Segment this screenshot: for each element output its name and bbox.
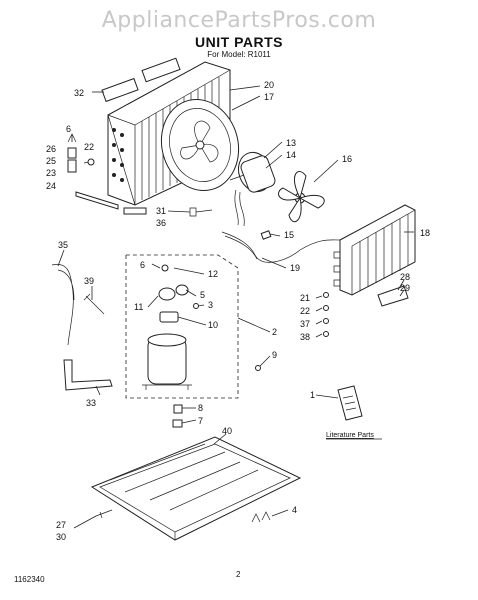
foam-pad-right[interactable]	[141, 57, 181, 83]
callout-10: 10	[208, 320, 218, 330]
leader-lines	[57, 85, 414, 529]
callout-21: 21	[300, 293, 310, 303]
clip-set[interactable]	[251, 511, 271, 523]
footer-code: 1162340	[14, 575, 45, 584]
callout-numbers: 32 20 17 6 26 22 25 23 24 13 14 16 31 36…	[46, 80, 430, 542]
callout-40: 40	[222, 426, 232, 436]
callout-28: 28	[400, 272, 410, 282]
fan-blade[interactable]	[278, 171, 325, 223]
callout-15: 15	[284, 230, 294, 240]
callout-12: 12	[208, 269, 218, 279]
hardware-set[interactable]	[323, 292, 329, 337]
page-number: 2	[236, 570, 241, 579]
callout-14: 14	[286, 150, 296, 160]
literature-label: Literature Parts	[326, 432, 374, 439]
screw[interactable]	[189, 207, 213, 217]
callout-22-right: 22	[300, 306, 310, 316]
site-watermark: AppliancePartsPros.com	[101, 8, 377, 33]
foam-pad-left[interactable]	[101, 77, 139, 103]
compressor[interactable]	[142, 333, 192, 390]
terminal-cover[interactable]	[159, 311, 179, 323]
spacer[interactable]	[255, 365, 261, 371]
nut[interactable]	[193, 303, 199, 309]
callout-22-left: 22	[84, 142, 94, 152]
callout-25: 25	[46, 156, 56, 166]
callout-8: 8	[198, 403, 203, 413]
pan-screw[interactable]	[95, 509, 113, 519]
callout-39: 39	[84, 276, 94, 286]
fan-motor[interactable]	[229, 148, 277, 227]
callout-32: 32	[74, 88, 84, 98]
drain-plug[interactable]	[83, 293, 105, 315]
model-subtitle: For Model: R1011	[207, 50, 271, 59]
grommet-strip[interactable]	[123, 207, 147, 215]
callout-36: 36	[156, 218, 166, 228]
support-rod[interactable]	[75, 191, 119, 210]
callout-7: 7	[198, 416, 203, 426]
mounting-bracket[interactable]	[63, 359, 113, 391]
callout-35: 35	[58, 240, 68, 250]
callout-24: 24	[46, 181, 56, 191]
callout-18: 18	[420, 228, 430, 238]
callout-5: 5	[200, 290, 205, 300]
callout-11: 11	[134, 302, 143, 312]
callout-29: 29	[400, 283, 410, 293]
overload-protector[interactable]	[158, 284, 189, 301]
grommet[interactable]	[161, 264, 169, 272]
callout-1: 1	[310, 390, 315, 400]
callout-6-box: 6	[140, 260, 145, 270]
fan-shroud[interactable]	[151, 91, 248, 200]
callout-38: 38	[300, 332, 310, 342]
callout-4: 4	[292, 505, 297, 515]
base-pan[interactable]	[90, 436, 302, 541]
washer[interactable]	[87, 158, 95, 166]
callout-2: 2	[272, 327, 277, 337]
callout-16: 16	[342, 154, 352, 164]
page-title: UNIT PARTS	[195, 34, 283, 50]
callout-13: 13	[286, 138, 296, 148]
terminal-cap[interactable]	[67, 147, 77, 159]
coil-bracket[interactable]	[377, 285, 409, 307]
callout-26: 26	[46, 144, 56, 154]
callout-3: 3	[208, 300, 213, 310]
terminal-block[interactable]	[67, 159, 77, 173]
callout-31: 31	[156, 206, 166, 216]
callout-37: 37	[300, 319, 310, 329]
callout-23: 23	[46, 168, 56, 178]
callout-9: 9	[272, 350, 277, 360]
callout-33: 33	[86, 398, 96, 408]
callout-20: 20	[264, 80, 274, 90]
callout-6-left: 6	[66, 124, 71, 134]
mounting-spacer[interactable]	[173, 404, 183, 414]
grommet-mount[interactable]	[172, 419, 183, 428]
wire-harness[interactable]	[51, 264, 75, 346]
callout-30: 30	[56, 532, 66, 542]
callout-27: 27	[56, 520, 66, 530]
evaporator-coil[interactable]	[333, 204, 416, 296]
literature-booklet[interactable]	[337, 385, 363, 421]
callout-17: 17	[264, 92, 274, 102]
callout-19: 19	[290, 263, 300, 273]
capillary-tube[interactable]	[221, 231, 341, 263]
tube-clip[interactable]	[260, 230, 272, 240]
